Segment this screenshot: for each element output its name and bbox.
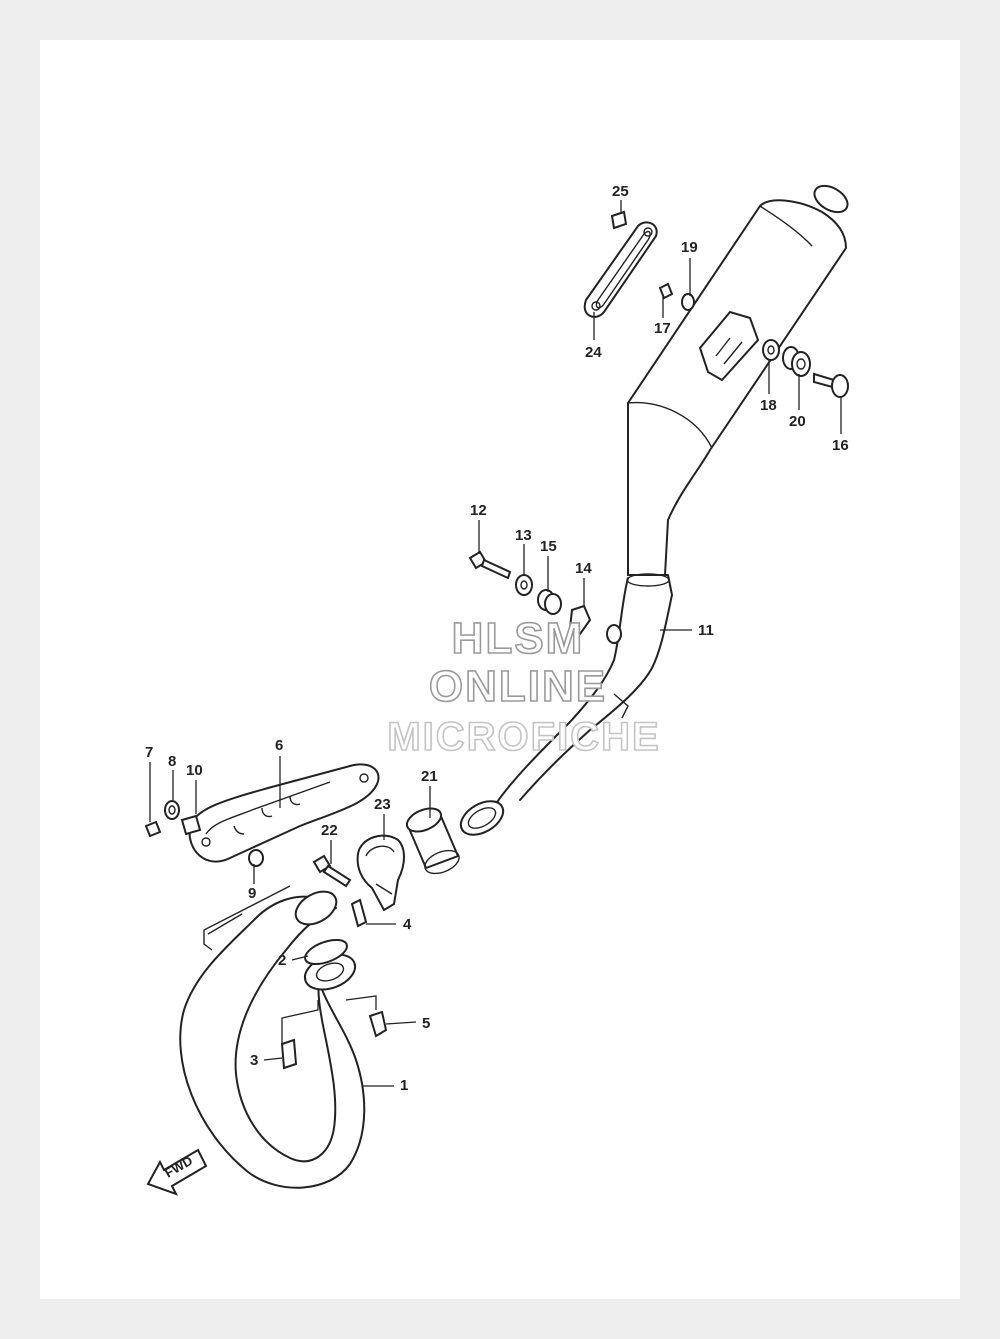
callout-6: 6	[275, 737, 283, 754]
callout-21: 21	[421, 768, 438, 785]
joint-gasket-sleeve	[405, 807, 460, 875]
callout-22: 22	[321, 822, 338, 839]
callout-2: 2	[278, 952, 286, 969]
callout-labels: 1 2 3 4 5 6 7 8 9 10 11 12 13 14 15 16 1…	[145, 183, 849, 1094]
callout-24: 24	[585, 344, 602, 361]
exhaust-header-pipe	[179, 885, 366, 1189]
reference-bracket-left	[281, 1000, 319, 1044]
exhaust-nut	[368, 1010, 388, 1038]
reference-bracket-right	[345, 995, 377, 1010]
callout-9: 9	[248, 885, 256, 902]
callout-1: 1	[400, 1077, 408, 1094]
leader-lines	[149, 200, 842, 1087]
callout-5: 5	[422, 1015, 430, 1032]
exhaust-heat-guard	[188, 763, 380, 863]
header-bolt	[280, 1038, 298, 1070]
clamp-bolt	[312, 854, 352, 888]
callout-8: 8	[168, 753, 176, 770]
callout-18: 18	[760, 397, 777, 414]
callout-19: 19	[681, 239, 698, 256]
exhaust-clamp	[356, 834, 405, 912]
heat-guard-hardware	[144, 800, 264, 867]
callout-14: 14	[575, 560, 592, 577]
callout-7: 7	[145, 744, 153, 761]
muffler-assembly	[459, 184, 849, 836]
callout-3: 3	[250, 1052, 258, 1069]
callout-10: 10	[186, 762, 203, 779]
watermark-line-2: ONLINE	[429, 662, 607, 711]
callout-25: 25	[612, 183, 629, 200]
watermark-line-3: MICROFICHE	[387, 715, 660, 759]
watermark: HLSM ONLINE MICROFICHE	[387, 613, 660, 760]
callout-12: 12	[470, 502, 487, 519]
rear-mounting-strap	[583, 221, 658, 318]
diagram-sheet	[40, 40, 960, 1299]
forward-arrow-icon	[146, 1148, 208, 1196]
forward-direction-marker: FWD	[146, 1148, 208, 1196]
center-mount-hardware	[468, 550, 592, 636]
callout-17: 17	[654, 320, 671, 337]
watermark-line-1: HLSM	[452, 614, 585, 663]
callout-11: 11	[698, 622, 714, 639]
callout-16: 16	[832, 437, 849, 454]
muffler-mount-hardware	[610, 210, 849, 398]
callout-23: 23	[374, 796, 391, 813]
callout-4: 4	[403, 916, 412, 933]
callout-13: 13	[515, 527, 532, 544]
callout-20: 20	[789, 413, 806, 430]
callout-15: 15	[540, 538, 557, 555]
exhaust-stud	[350, 898, 368, 928]
exhaust-gasket	[304, 938, 348, 966]
